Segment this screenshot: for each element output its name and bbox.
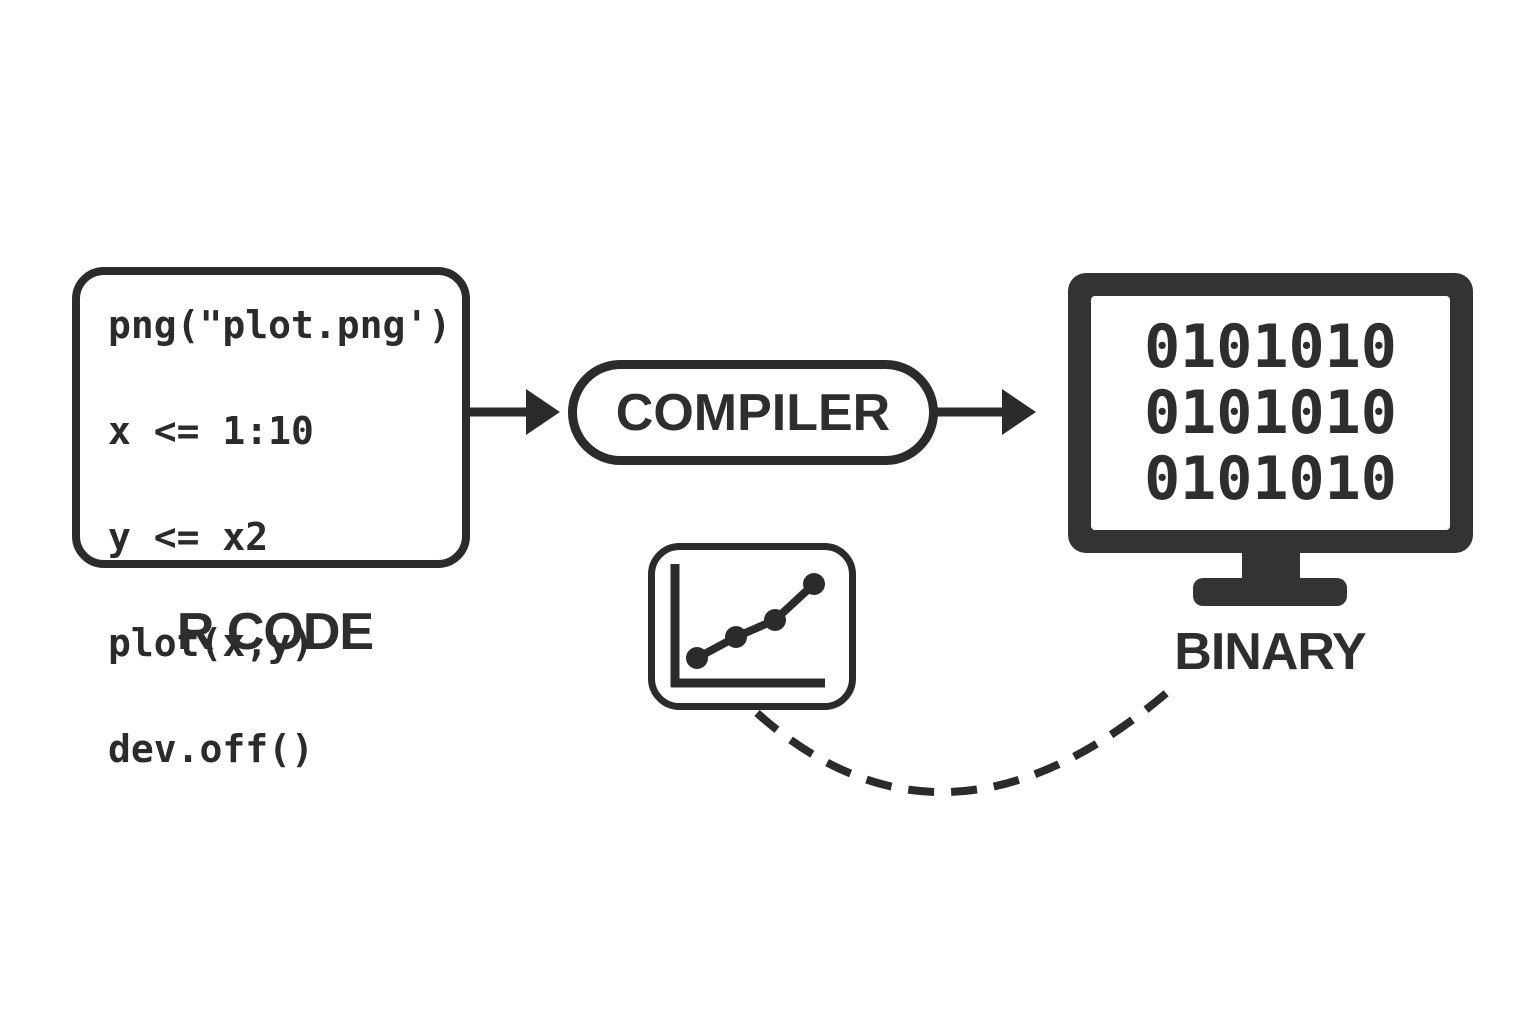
monitor-screen: 0101010 0101010 0101010 bbox=[1091, 296, 1450, 530]
code-line-1: png("plot.png') bbox=[108, 303, 452, 347]
r-code-box: png("plot.png') x <= 1:10 y <= x2 plot(x… bbox=[72, 267, 470, 771]
code-line-2: x <= 1:10 bbox=[108, 409, 314, 453]
binary-line: 0101010 bbox=[1144, 378, 1397, 448]
monitor-stand-neck bbox=[1242, 551, 1300, 580]
r-code-lines: png("plot.png') x <= 1:10 y <= x2 plot(x… bbox=[108, 299, 451, 776]
monitor-icon: 0101010 0101010 0101010 bbox=[1068, 273, 1473, 553]
code-line-4: plot(x,y) bbox=[108, 621, 314, 665]
dashed-curve-connector bbox=[754, 680, 1181, 796]
arrow-right-icon bbox=[936, 389, 1036, 435]
compiler-label: COMPILER bbox=[615, 383, 891, 442]
binary-line: 0101010 bbox=[1144, 312, 1397, 382]
code-line-3: y <= x2 bbox=[108, 515, 269, 559]
code-line-5: dev.off() bbox=[108, 727, 314, 771]
compiler-node: COMPILER bbox=[568, 360, 938, 465]
monitor-stand-base bbox=[1193, 578, 1347, 606]
binary-line: 0101010 bbox=[1144, 444, 1397, 514]
binary-label: BINARY bbox=[1174, 623, 1366, 681]
r-code-label: R CODE bbox=[176, 603, 374, 661]
line-chart-icon bbox=[648, 543, 856, 710]
arrow-right-icon bbox=[466, 389, 560, 435]
